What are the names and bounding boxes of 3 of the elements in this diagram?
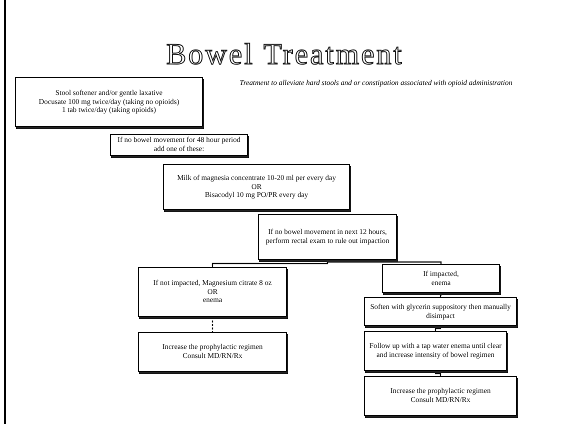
connector-line [326,260,442,264]
title: Bowel Treatment [165,40,405,70]
connector-line [212,260,328,267]
